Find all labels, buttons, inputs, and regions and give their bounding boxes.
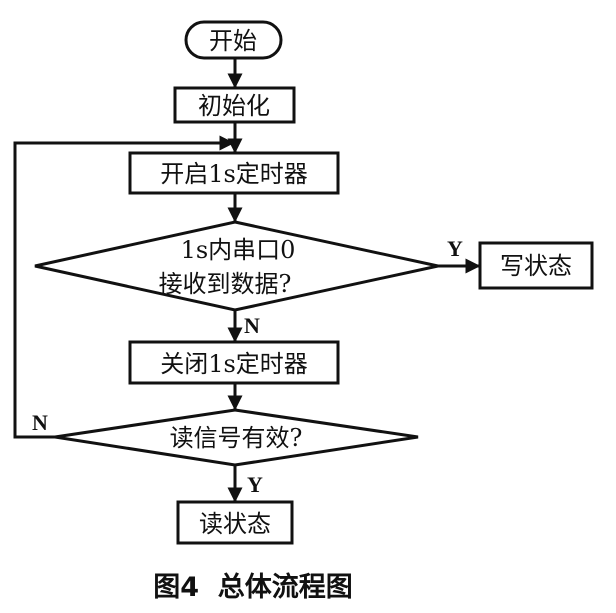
node-init: 初始化 xyxy=(173,86,296,124)
process-shape xyxy=(176,500,294,545)
edge-label-signal-yes: Y xyxy=(247,472,263,497)
node-read-state: 读状态 xyxy=(176,500,294,545)
node-read-state-label: 读状态 xyxy=(199,510,271,538)
node-start-timer: 开启1s定时器 xyxy=(128,151,340,195)
node-decision-uart-line2: 接收到数据? xyxy=(159,270,292,298)
process-shape xyxy=(173,86,296,124)
process-shape xyxy=(478,241,594,290)
process-shape xyxy=(128,151,340,195)
node-decision-signal-label: 读信号有效? xyxy=(170,424,303,452)
edge-label-uart-no: N xyxy=(244,313,260,338)
node-decision-signal: 读信号有效? xyxy=(54,408,419,467)
node-start: 开始 xyxy=(184,20,283,60)
node-write-state: 写状态 xyxy=(478,241,594,290)
node-decision-uart: 1s内串口0 接收到数据? xyxy=(34,220,439,312)
node-decision-uart-line1: 1s内串口0 xyxy=(181,236,296,264)
edge-label-signal-no: N xyxy=(32,410,48,435)
process-shape xyxy=(128,340,340,385)
node-init-label: 初始化 xyxy=(198,92,270,120)
edge-label-uart-yes: Y xyxy=(447,236,463,261)
edge-signal-no-loop xyxy=(13,135,235,439)
figure-caption: 图4 总体流程图 xyxy=(153,572,353,603)
node-stop-timer-label: 关闭1s定时器 xyxy=(160,350,308,378)
node-start-label: 开始 xyxy=(209,27,257,55)
node-stop-timer: 关闭1s定时器 xyxy=(128,340,340,385)
node-write-state-label: 写状态 xyxy=(500,252,572,280)
node-start-timer-label: 开启1s定时器 xyxy=(160,160,308,188)
